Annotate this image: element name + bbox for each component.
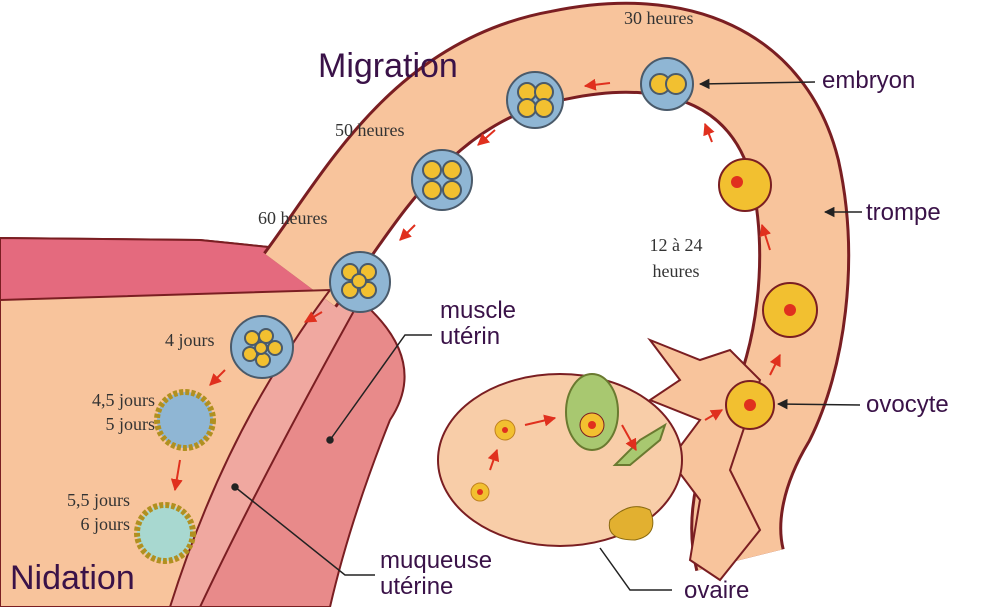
migration-title: Migration (318, 47, 458, 85)
corpus-luteum (608, 506, 654, 541)
ovary (437, 373, 683, 547)
label-muqueuse-line2: utérine (380, 573, 454, 600)
time-4j: 4 jours (165, 330, 215, 350)
time-30h: 30 heures (624, 8, 694, 28)
label-muscle-line1: muscle (440, 297, 517, 324)
time-12-24h-line1: 12 à 24 (649, 235, 703, 255)
label-embryon: embryon (822, 67, 916, 94)
time-4-5j: 4,5 jours 5 jours (70, 388, 155, 436)
label-ovaire: ovaire (684, 577, 750, 604)
label-ovocyte: ovocyte (866, 391, 949, 418)
embryo-cells (134, 57, 694, 564)
time-5j-line2: 5 jours (105, 414, 156, 434)
label-muqueuse-line1: muqueuse (380, 547, 493, 574)
time-5-5j-line1: 5,5 jours (67, 490, 130, 510)
uterine-muscle-right (198, 298, 406, 607)
ovocyte-cells (718, 158, 818, 430)
label-muscle-line2: utérin (440, 323, 501, 350)
time-4-5j-line1: 4,5 jours (92, 390, 155, 410)
time-60h: 60 heures (258, 208, 328, 228)
time-5-5j: 5,5 jours 6 jours (45, 488, 130, 536)
label-trompe: trompe (866, 199, 941, 226)
progression-arrows (170, 78, 781, 492)
time-6j-line2: 6 jours (80, 514, 131, 534)
leader-lines (231, 78, 862, 591)
time-50h: 50 heures (335, 120, 405, 140)
time-12-24h: 12 à 24 heures (636, 232, 716, 284)
follicle (565, 373, 619, 451)
nidation-title: Nidation (10, 559, 135, 597)
tube-fill (265, 4, 848, 571)
time-12-24h-line2: heures (652, 261, 700, 281)
